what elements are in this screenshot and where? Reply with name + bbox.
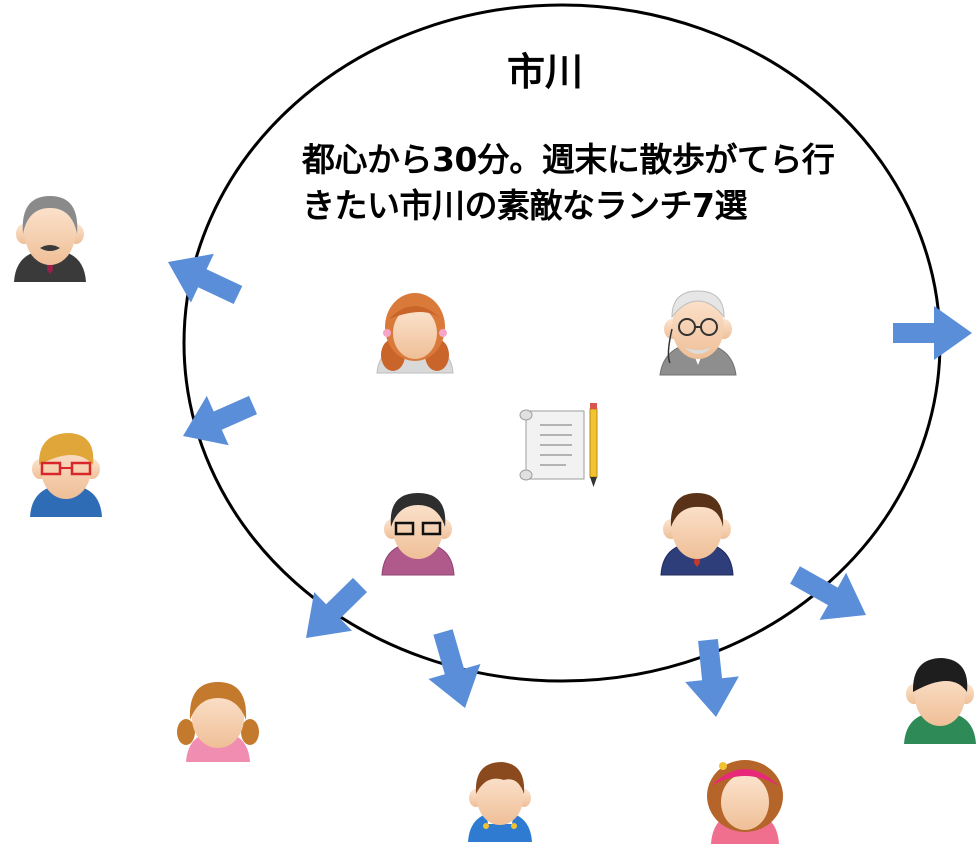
man-red-glasses-icon bbox=[30, 433, 102, 517]
arrow-bottom-right bbox=[685, 639, 739, 717]
man-green-shirt-icon bbox=[904, 658, 976, 744]
arrow-right bbox=[893, 306, 972, 360]
woman-orange-hair-icon bbox=[376, 293, 454, 374]
elderly-man-glasses-icon bbox=[659, 290, 737, 376]
article-headline: 都心から30分。週末に散歩がてら行きたい市川の素敵なランチ7選 bbox=[302, 140, 835, 225]
gray-haired-man-icon bbox=[14, 196, 86, 282]
man-suit-icon bbox=[660, 493, 734, 576]
woman-glasses-icon bbox=[381, 493, 455, 576]
diagram-title: 市川 bbox=[506, 50, 583, 94]
arrow-left bbox=[183, 395, 257, 446]
girl-pigtails-icon bbox=[177, 682, 259, 762]
girl-pink-headband-icon bbox=[707, 760, 783, 844]
document-pencil-icon bbox=[519, 403, 598, 487]
arrow-bottom-left bbox=[428, 629, 481, 708]
share-circle bbox=[182, 3, 942, 683]
arrow-group bbox=[168, 253, 972, 717]
arrow-lower-right bbox=[790, 566, 866, 620]
arrow-upper-left bbox=[168, 253, 243, 304]
boy-overalls-icon bbox=[468, 762, 532, 842]
arrow-lower-left bbox=[306, 577, 367, 638]
